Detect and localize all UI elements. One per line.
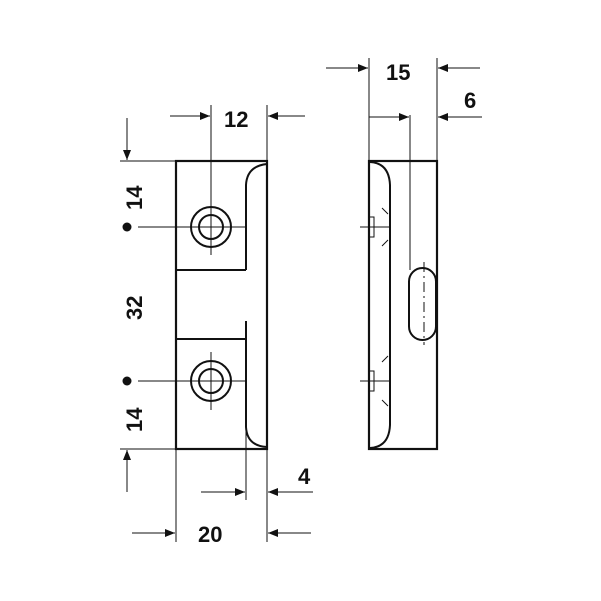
lip-upper <box>245 163 268 270</box>
dim-label-32: 32 <box>122 296 147 320</box>
screw-marker-lower <box>360 355 390 407</box>
front-body-outline <box>174 159 269 451</box>
side-view <box>326 58 482 451</box>
side-slot <box>408 267 437 341</box>
dim-label-14-top: 14 <box>122 185 147 210</box>
screw-marker-upper <box>360 207 390 247</box>
dim-label-15: 15 <box>386 60 410 85</box>
side-inner-wall <box>369 161 391 449</box>
dot-marker-upper <box>122 222 132 232</box>
dot-marker-lower <box>122 376 132 386</box>
screw-hole-lower <box>138 352 246 410</box>
dim-label-20: 20 <box>198 522 222 547</box>
dim-label-12: 12 <box>224 107 248 132</box>
dim-label-4: 4 <box>298 464 311 489</box>
screw-hole-upper <box>138 200 246 255</box>
front-view <box>120 105 313 542</box>
side-body-outline <box>367 159 439 451</box>
lip-lower <box>245 321 268 448</box>
dim-label-14-bottom: 14 <box>122 407 147 432</box>
dim-label-6: 6 <box>464 88 476 113</box>
